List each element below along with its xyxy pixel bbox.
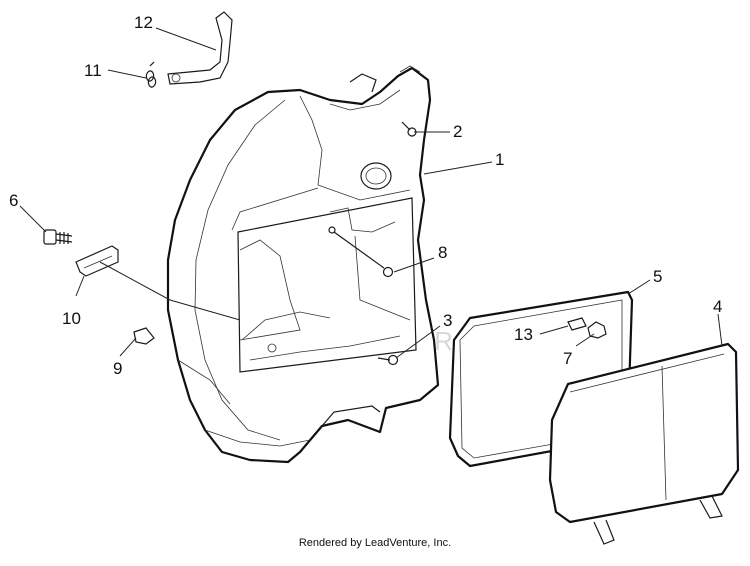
callout-3: 3 [443, 311, 452, 330]
leader-3 [395, 325, 441, 359]
leader-9 [119, 337, 137, 357]
clip-part-10 [75, 245, 119, 277]
callout-4: 4 [713, 297, 722, 316]
callout-12: 12 [134, 13, 153, 32]
nut-part-9 [133, 327, 155, 345]
leader-11 [107, 69, 147, 79]
callout-11: 11 [84, 61, 102, 80]
leader-12 [155, 27, 217, 51]
callout-1: 1 [495, 150, 504, 169]
callout-9: 9 [113, 359, 122, 378]
screw-part-8 [328, 226, 394, 278]
clip-part-7 [587, 321, 607, 339]
bolt-part-6 [43, 229, 73, 245]
callout-5: 5 [653, 267, 662, 286]
callout-10: 10 [62, 309, 81, 328]
leader-10-to-panel [99, 261, 241, 321]
lid-part-4 [548, 342, 740, 545]
leader-8 [393, 257, 435, 273]
leader-10 [75, 275, 85, 297]
callout-6: 6 [9, 191, 18, 210]
leader-13 [539, 325, 569, 335]
leader-7 [575, 333, 595, 347]
callout-2: 2 [453, 122, 462, 141]
clip-part-13 [567, 317, 587, 331]
callout-8: 8 [438, 243, 447, 262]
hook-lever-part-12 [167, 11, 233, 85]
spring-part-11 [145, 61, 157, 88]
inner-cover-panel [166, 65, 440, 464]
leader-5 [627, 279, 651, 295]
rendered-by-caption: Rendered by LeadVenture, Inc. [298, 537, 452, 549]
callout-7: 7 [563, 349, 572, 368]
leader-1 [423, 161, 493, 175]
leader-4 [717, 313, 723, 347]
screw-part-3 [267, 343, 399, 366]
leader-6 [19, 205, 47, 233]
callout-13: 13 [514, 325, 533, 344]
